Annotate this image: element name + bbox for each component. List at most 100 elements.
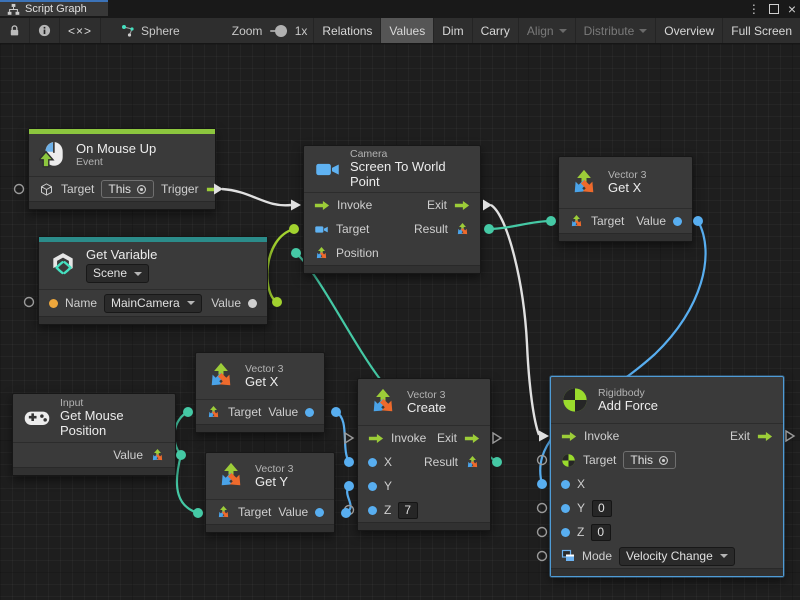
carry-button[interactable]: Carry (473, 18, 519, 43)
z-value-field[interactable]: 0 (591, 523, 612, 541)
node-get-x-mid[interactable]: Vector 3 Get X Target Value (195, 352, 325, 433)
port-getxtop-target-in[interactable] (546, 216, 556, 226)
port-getxmid-value-out[interactable] (331, 407, 341, 417)
port-addforce-x-in[interactable] (537, 479, 547, 489)
vector3-icon (206, 405, 221, 420)
float-port-dot (673, 216, 682, 226)
vector3-icon (314, 246, 329, 261)
port-gety-value-out[interactable] (341, 508, 351, 518)
align-button[interactable]: Align (519, 18, 576, 43)
node-create-vector3[interactable]: Vector 3 Create Invoke Exit X (357, 378, 491, 531)
info-icon (38, 24, 51, 37)
port-create-x-in[interactable] (344, 457, 354, 467)
node-subtitle: Event (76, 156, 103, 169)
rigidbody-icon (561, 453, 576, 468)
wire-getx-to-create-x (335, 411, 350, 463)
target-picker-icon (136, 184, 147, 195)
port-addforce-exit[interactable] (785, 429, 796, 443)
script-graph-icon (7, 3, 20, 16)
chevron-down-icon (134, 271, 143, 276)
node-type: Camera (350, 148, 388, 161)
port-camera-result-out[interactable] (484, 224, 494, 234)
target-picker-icon (658, 455, 669, 466)
port-mousepos-value-out[interactable] (176, 450, 186, 460)
chevron-down-icon (558, 28, 567, 33)
enum-icon (561, 549, 575, 563)
dim-button[interactable]: Dim (434, 18, 473, 43)
graph-breadcrumb[interactable]: Sphere (115, 18, 186, 43)
x-result-row: X Result (358, 450, 490, 474)
zoom-label: Zoom (231, 23, 263, 38)
port-addforce-target[interactable] (536, 454, 548, 466)
distribute-button[interactable]: Distribute (576, 18, 657, 43)
values-button[interactable]: Values (381, 18, 435, 43)
port-create-result-out[interactable] (492, 457, 502, 467)
zoom-value: 1x (294, 23, 308, 38)
wire-mousepos-to-gety (175, 454, 199, 515)
relations-button[interactable]: Relations (314, 18, 382, 43)
port-getxtop-value-out[interactable] (693, 216, 703, 226)
port-camera-invoke[interactable] (291, 199, 301, 211)
port-getxmid-target-in[interactable] (183, 407, 193, 417)
port-addforce-invoke[interactable] (539, 430, 549, 442)
vector3-icon (206, 361, 236, 391)
variable-name-dropdown[interactable]: MainCamera (104, 293, 202, 313)
wire-exit-to-addforce-invoke (490, 203, 541, 436)
info-button[interactable] (30, 18, 60, 43)
event-accent-bar (29, 129, 215, 134)
camera-icon (314, 222, 329, 237)
port-camera-exit[interactable] (483, 199, 492, 211)
overview-button[interactable]: Overview (656, 18, 724, 43)
variable-scope-dropdown[interactable]: Scene (86, 264, 150, 284)
tab-script-graph[interactable]: Script Graph (0, 0, 108, 16)
node-get-y[interactable]: Vector 3 Get Y Target Value (205, 452, 335, 533)
port-mouseup-target[interactable] (13, 183, 25, 195)
port-addforce-y[interactable] (536, 502, 548, 514)
lock-button[interactable] (0, 18, 30, 43)
node-add-force[interactable]: Rigidbody Add Force Invoke Exit Target (550, 376, 784, 577)
port-gety-target-in[interactable] (193, 508, 203, 518)
code-preview-button[interactable]: <×> (60, 18, 102, 43)
port-create-z[interactable] (343, 504, 355, 516)
full-screen-button[interactable]: Full Screen (731, 23, 792, 38)
trigger-arrow-icon (206, 184, 222, 195)
maximize-icon[interactable] (768, 4, 779, 14)
port-addforce-z[interactable] (536, 526, 548, 538)
port-create-exit[interactable] (492, 431, 503, 445)
close-icon[interactable]: × (787, 1, 796, 17)
port-camera-target-in[interactable] (289, 224, 299, 234)
port-create-y-in[interactable] (344, 481, 354, 491)
this-target-button[interactable]: This (623, 451, 677, 469)
tab-title: Script Graph (25, 3, 87, 15)
vector3-icon (569, 214, 584, 229)
port-variable-value-out[interactable] (272, 297, 282, 307)
rigidbody-icon (561, 386, 589, 414)
zoom-slider[interactable] (270, 18, 287, 43)
float-port-dot (561, 479, 570, 489)
port-variable-name[interactable] (23, 296, 35, 308)
float-port-dot (315, 507, 325, 517)
graph-canvas[interactable]: On Mouse Up Event Target This Trigger (0, 44, 800, 600)
gamepad-icon (23, 404, 51, 432)
z-value-field[interactable]: 7 (398, 501, 419, 519)
this-target-button[interactable]: This (101, 180, 155, 198)
node-on-mouse-up[interactable]: On Mouse Up Event Target This Trigger (28, 128, 216, 210)
node-screen-to-world-point[interactable]: Camera Screen To World Point Invoke Exit… (303, 145, 481, 274)
target-result-row: Target Result (304, 217, 480, 241)
zoom-slider-handle[interactable] (274, 24, 287, 37)
node-title: Get Mouse Position (60, 408, 124, 439)
port-camera-position-in[interactable] (291, 248, 301, 258)
kebab-menu-icon[interactable]: ⋮ (747, 2, 760, 16)
force-mode-dropdown[interactable]: Velocity Change (619, 546, 735, 566)
node-get-mouse-position[interactable]: Input Get Mouse Position Value (12, 393, 176, 476)
port-addforce-mode[interactable] (536, 550, 548, 562)
port-create-invoke[interactable] (344, 431, 355, 445)
z-row: Z 0 (551, 520, 783, 544)
y-value-field[interactable]: 0 (592, 499, 613, 517)
node-get-x-top[interactable]: Vector 3 Get X Target Value (558, 156, 693, 242)
node-title: Create (407, 399, 447, 415)
chevron-down-icon (186, 301, 195, 305)
node-get-variable[interactable]: Get Variable Scene Name MainCamera (38, 236, 268, 325)
variable-accent-bar (39, 237, 267, 242)
invoke-arrow-icon (561, 431, 577, 442)
